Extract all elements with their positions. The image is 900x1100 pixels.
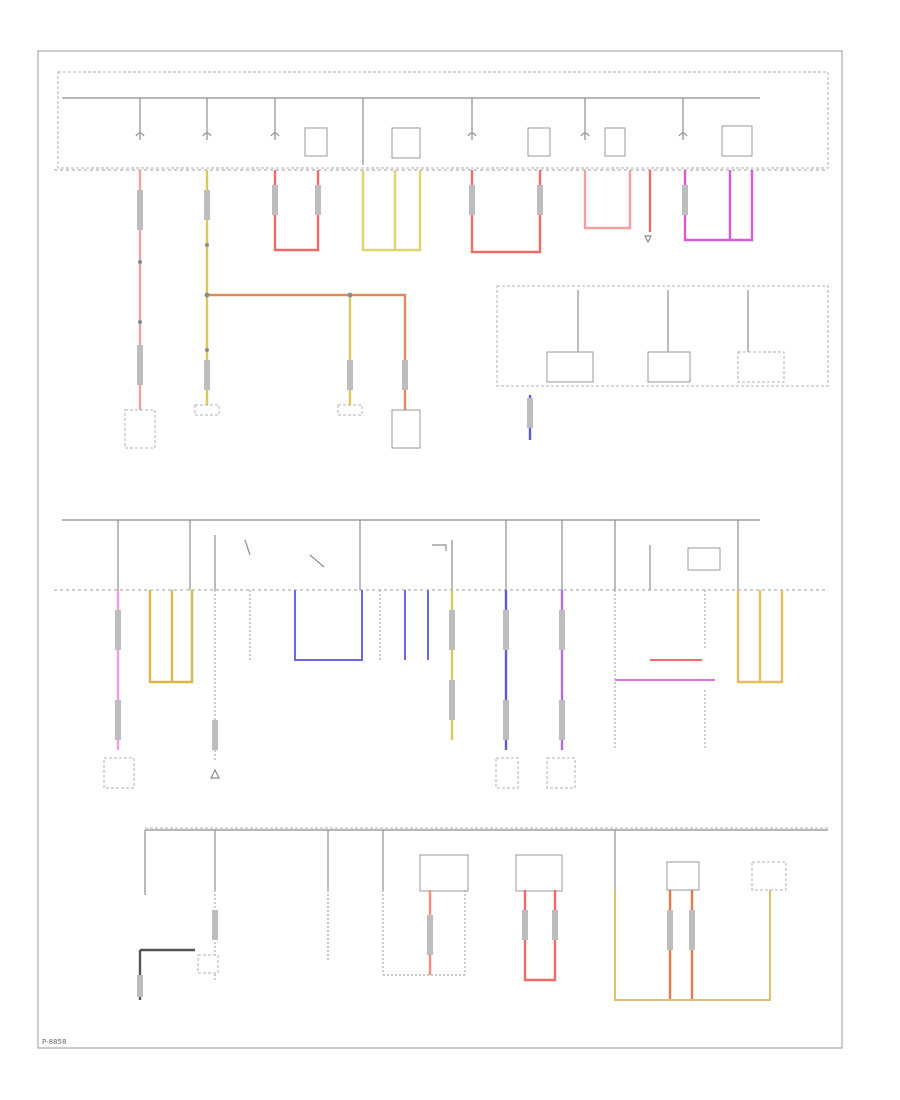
relay-box-3 [604,127,626,157]
splice-node-icon [347,292,353,298]
module-box-5 [737,351,785,383]
module-box-3 [546,351,594,383]
wires-bottom [138,890,771,1001]
component-box-5 [103,757,135,789]
module-box-9 [751,861,787,891]
relay-box-mid [687,547,721,571]
section-top [54,71,829,449]
switch-symbol-icon [432,544,447,551]
component-box-8 [197,954,219,974]
component-box-4 [391,409,421,449]
ground-symbol-icon [210,768,220,779]
fuse-box-top [57,71,829,169]
module-box-1 [391,127,421,159]
relay-box-2 [527,127,551,157]
footer-code: P-8858 [42,1038,66,1046]
component-box-7 [546,757,576,789]
gray-wires-middle [214,590,706,760]
diagram-frame [37,50,843,1049]
switch-symbol-icon [309,554,325,568]
bus-drops-bottom [214,830,616,890]
component-box-1 [124,409,156,449]
module-box-4 [647,351,691,383]
splice-node-icon [204,292,210,298]
fuse-symbol-icons-top [135,132,688,137]
component-box-3 [337,404,363,416]
module-box-8 [666,861,700,891]
splice-node-icon [138,260,142,264]
splice-node-icon [138,320,142,324]
module-box-2 [721,125,753,157]
section-bottom [137,827,829,1001]
module-box-6 [419,854,469,892]
splice-node-icon [205,348,209,352]
connector-blocks-top [137,185,688,390]
connector-blocks-middle [115,610,565,750]
switch-symbol-icon [244,539,251,556]
module-box-7 [515,854,563,892]
section-middle [54,519,828,789]
splice-node-icon [205,243,209,247]
bus-drops-middle [117,520,739,590]
ground-symbol-icon [644,235,652,244]
component-box-2 [194,404,220,416]
component-box-6 [495,757,519,789]
relay-box-1 [304,127,328,157]
connector-blocks-bottom [137,910,695,997]
